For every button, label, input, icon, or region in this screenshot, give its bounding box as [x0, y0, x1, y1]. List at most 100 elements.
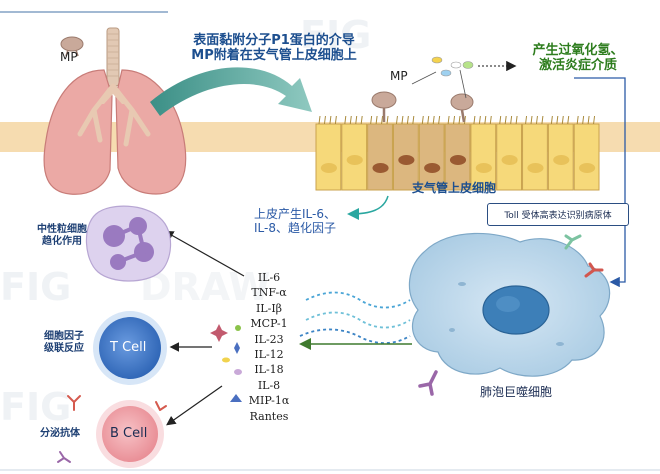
cilium: [473, 115, 476, 125]
tcell-label: T Cell: [110, 340, 147, 355]
cilium: [550, 115, 553, 125]
cytokine-item: Rantes: [249, 409, 289, 423]
cilium: [463, 115, 466, 125]
cilium: [499, 115, 502, 125]
cilium: [329, 115, 332, 125]
toll-receptor-box: Toll 受体高表达识别病原体: [487, 203, 629, 226]
cytokine-list: IL-6 TNF-α IL-Iβ MCP-1 IL-23 IL-12 IL-18…: [246, 270, 292, 424]
cytokine-item: IL-8: [257, 378, 281, 392]
tcell-side-label: 细胞因子 级联反应: [40, 331, 88, 354]
cytokine-item: MCP-1: [250, 317, 288, 331]
mp-particle-left: [60, 36, 84, 57]
cilium: [510, 115, 513, 125]
connector-to-macrophage: [574, 77, 626, 288]
epithelium-output-line-1: 上皮产生IL-6、: [254, 207, 336, 221]
cilium: [582, 115, 585, 125]
cytokine-item: IL-12: [254, 348, 284, 362]
epithelial-cell: [367, 123, 393, 191]
title-line-1: 表面黏附分子P1蛋白的介导: [193, 33, 355, 48]
tcell: [99, 317, 161, 379]
epithelial-cell: [315, 123, 342, 191]
epithelium-output: 上皮产生IL-6、 IL-8、趋化因子: [254, 207, 336, 236]
tcell-side-line-2: 级联反应: [44, 342, 84, 354]
epithelium: [315, 115, 600, 191]
cilium: [318, 115, 321, 125]
cytokine-item: IL-18: [254, 363, 284, 377]
cilium: [447, 115, 450, 125]
cilium: [453, 115, 456, 125]
cilium: [406, 115, 409, 125]
cilium: [355, 115, 358, 125]
cilium: [401, 115, 404, 125]
tcell-side-line-1: 细胞因子: [44, 331, 84, 342]
macrophage-label: 肺泡巨噬细胞: [480, 385, 553, 399]
cilium: [427, 115, 430, 125]
cilium: [587, 115, 590, 125]
epithelial-nucleus: [424, 163, 441, 173]
cilium: [561, 115, 564, 125]
epithelium-label: 支气管上皮细胞: [412, 181, 497, 195]
mp-label-left: MP: [60, 50, 78, 64]
bcell-side-label: 分泌抗体: [40, 428, 80, 439]
attachment-arrow: [150, 67, 312, 116]
cilium: [375, 115, 378, 125]
cilium: [478, 115, 481, 125]
cilium: [432, 115, 435, 125]
neutrophil-label: 中性粒细胞 趋化作用: [32, 224, 92, 247]
mp-particles-epithelium: [371, 56, 474, 123]
epithelium-output-line-2: IL-8、趋化因子: [254, 220, 336, 235]
cilium: [504, 115, 507, 125]
svg-text:FIG: FIG: [300, 13, 371, 57]
neutrophil-label-line-1: 中性粒细胞: [37, 224, 87, 235]
svg-text:DRAW: DRAW: [140, 265, 270, 309]
epithelium-output-arrow: [347, 195, 389, 220]
to-bcell-arrow: [166, 385, 223, 426]
cytokine-item: IL-23: [254, 332, 284, 346]
epithelial-nucleus: [475, 163, 492, 173]
cilium: [334, 115, 337, 125]
neutrophil: [85, 205, 172, 282]
epithelial-cell: [522, 123, 548, 191]
watermark: FIG FIG DRAW FIG: [0, 13, 371, 429]
epithelial-cell: [573, 123, 600, 191]
cilium: [593, 115, 596, 125]
svg-text:FIG: FIG: [0, 385, 71, 429]
bcell-label: B Cell: [110, 426, 148, 441]
epithelial-nucleus: [449, 155, 467, 165]
result-line-2: 激活炎症介质: [538, 57, 617, 73]
neutrophil-label-line-2: 趋化作用: [42, 235, 82, 247]
title-line-2: MP附着在支气管上皮细胞上: [191, 47, 357, 63]
cilium: [576, 115, 579, 125]
cytokine-item: IL-6: [257, 271, 281, 284]
cilium: [395, 115, 398, 125]
result-line-1: 产生过氧化氢、: [532, 43, 624, 58]
epithelial-nucleus: [346, 155, 363, 165]
cilium: [370, 115, 373, 125]
antibody-icons: [57, 395, 167, 463]
epithelial-nucleus: [553, 155, 570, 165]
cilium: [567, 115, 570, 125]
cilium: [323, 115, 326, 125]
cytokine-item: IL-Iβ: [255, 301, 283, 315]
to-neutrophil-arrow: [163, 230, 245, 277]
epithelial-nucleus: [579, 163, 596, 173]
title: 表面黏附分子P1蛋白的介导 MP附着在支气管上皮细胞上: [174, 33, 374, 64]
svg-text:FIG: FIG: [0, 265, 71, 309]
cilium: [386, 115, 389, 125]
epithelial-nucleus: [372, 163, 389, 173]
cilium: [556, 115, 559, 125]
epithelial-nucleus: [527, 163, 544, 173]
cilium: [535, 115, 538, 125]
cilium: [541, 115, 544, 125]
cytokine-icons: [210, 324, 242, 402]
signal-waves: [299, 291, 411, 344]
cytokine-item: MIP-1α: [248, 394, 290, 408]
bcell: [102, 406, 158, 462]
epithelial-nucleus: [398, 155, 415, 165]
cytokine-item: TNF-α: [251, 286, 287, 300]
epithelial-cell: [418, 123, 445, 191]
cilium: [344, 115, 347, 125]
epithelial-nucleus: [501, 155, 518, 165]
